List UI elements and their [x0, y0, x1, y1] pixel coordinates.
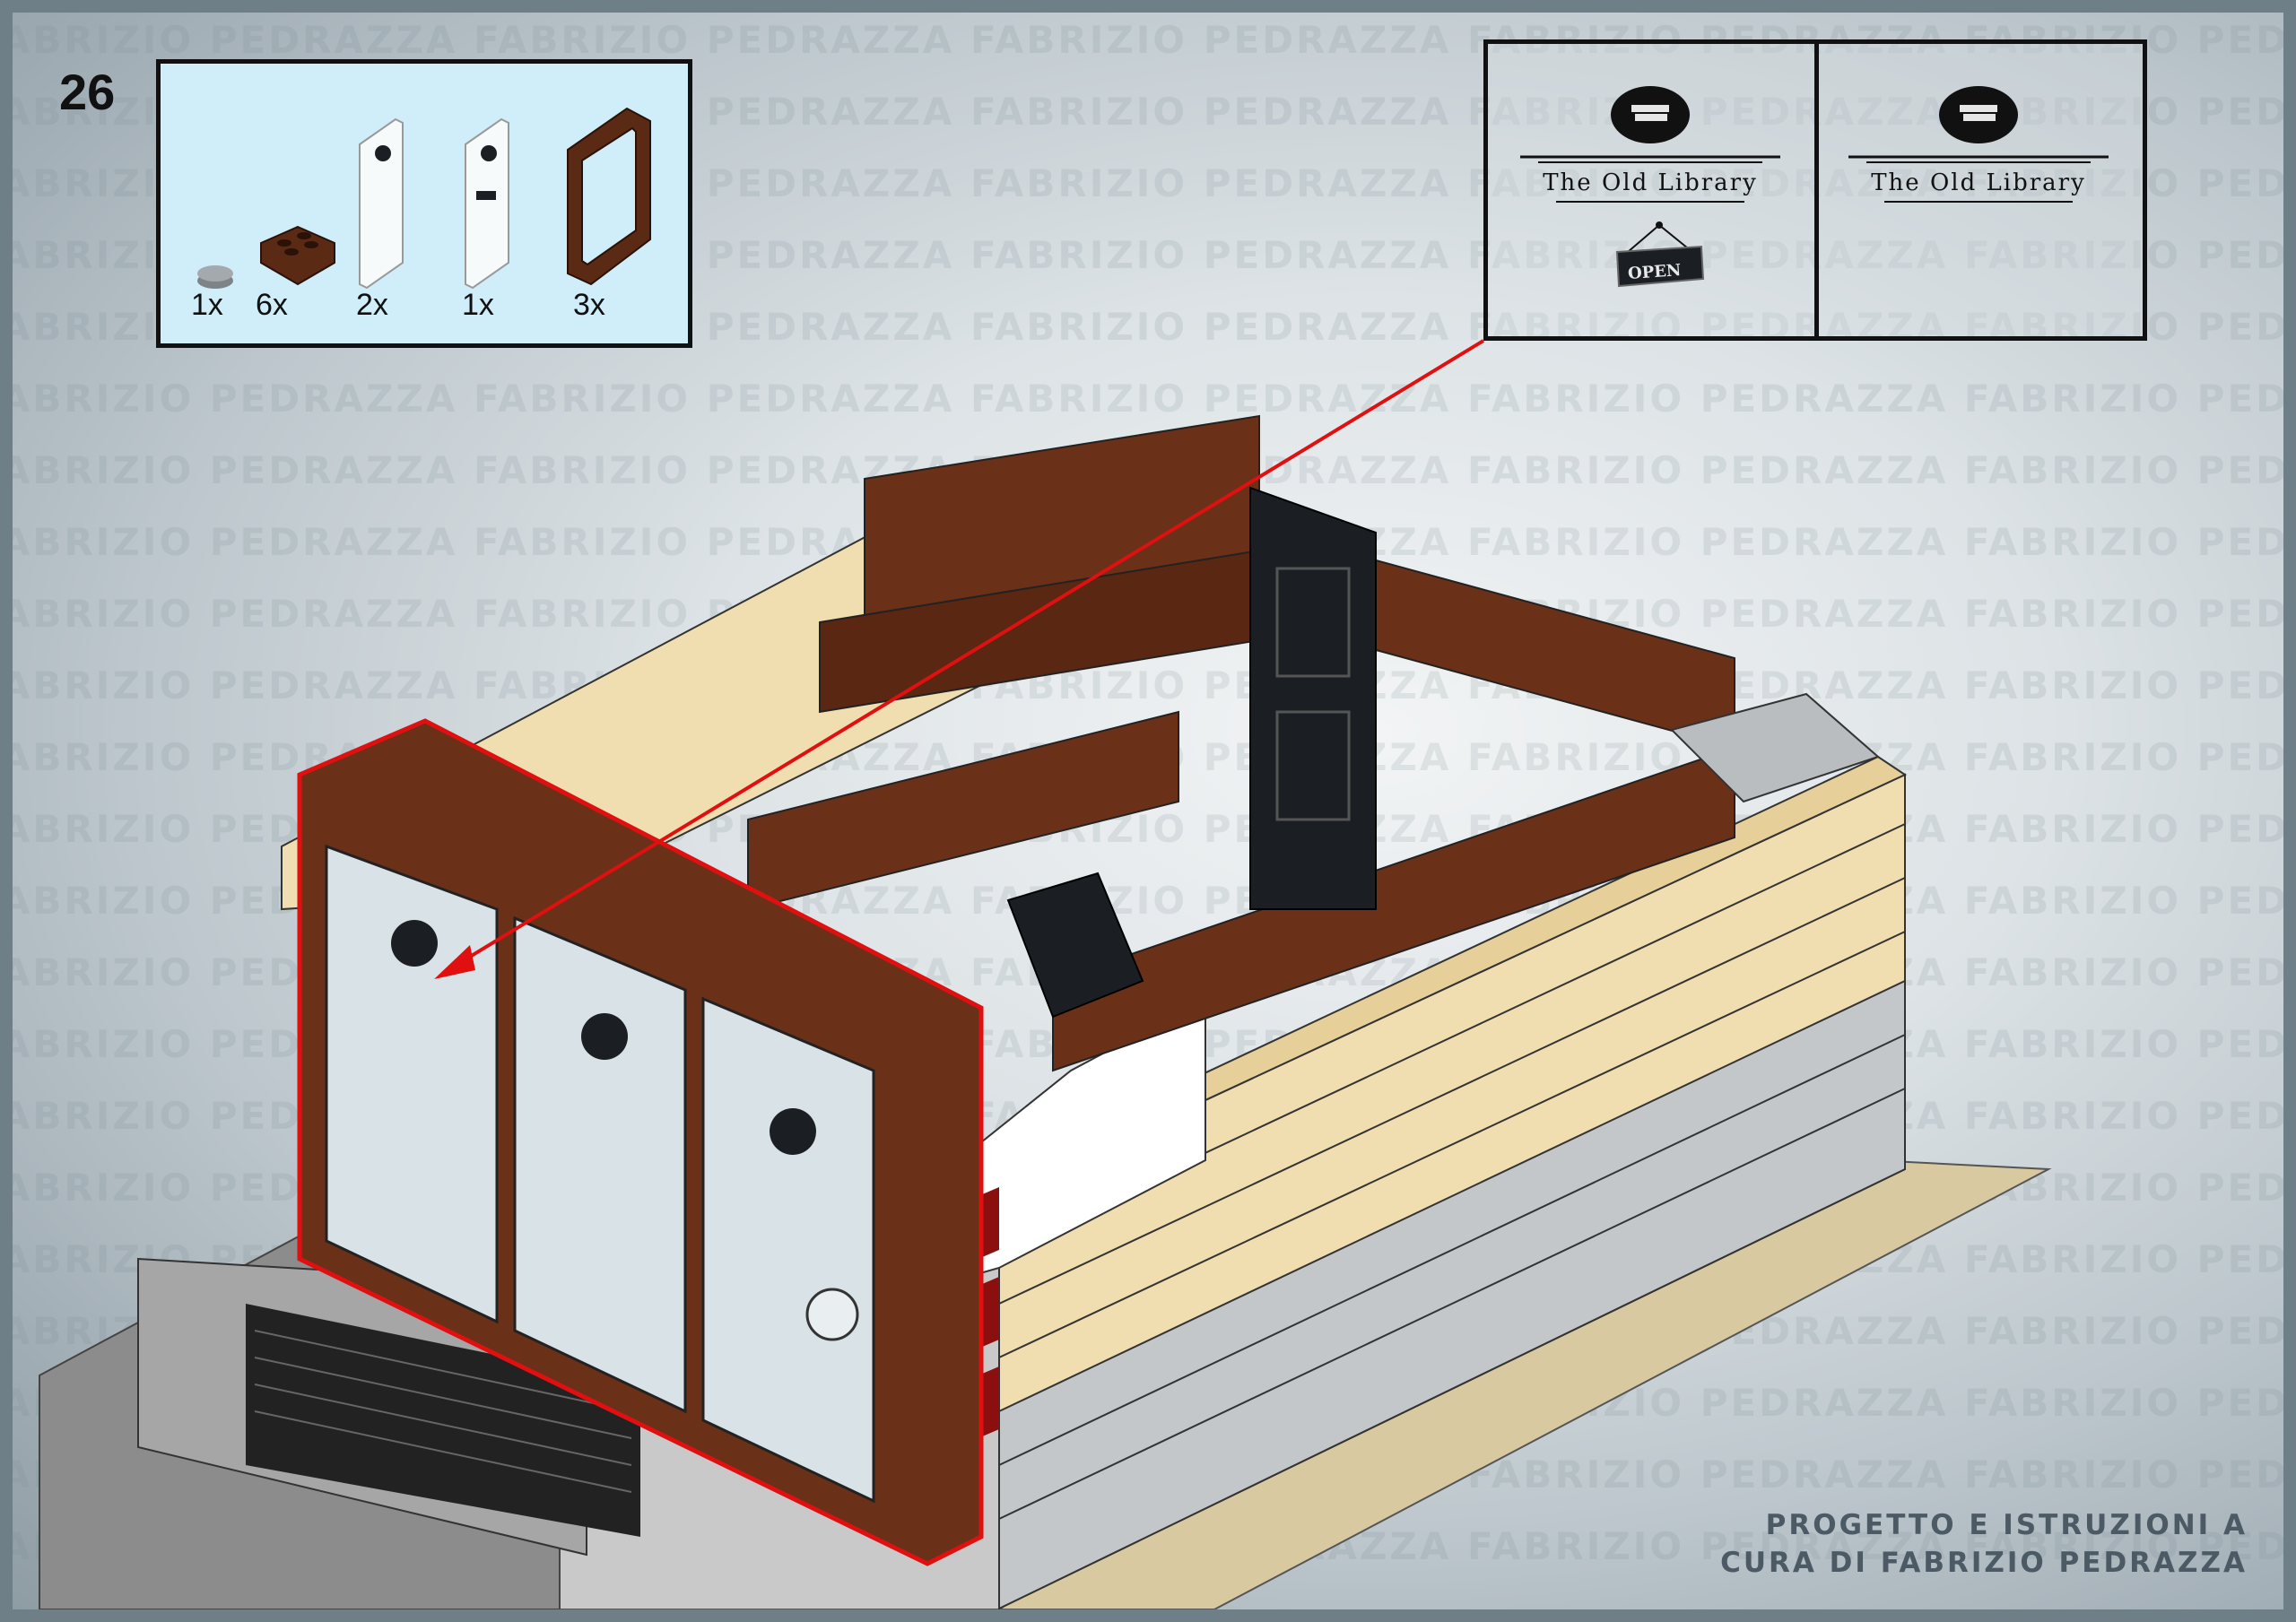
sign-callout: The Old Library OPEN The Old Library: [1483, 39, 2147, 341]
sign-text-left: The Old Library: [1543, 169, 1758, 196]
sign-panel-right: The Old Library: [1831, 62, 2126, 331]
slope-brick-icon: [260, 225, 335, 286]
sign-rule-icon: [1520, 155, 1780, 203]
part-qty-1: 1x: [191, 288, 223, 322]
open-sign-text: OPEN: [1627, 260, 1683, 284]
part-qty-4: 1x: [462, 288, 494, 322]
credits-line-1: PROGETTO E ISTRUZIONI A: [1765, 1509, 2248, 1541]
open-sign-icon: [1615, 221, 1705, 288]
library-logo-icon: [1611, 86, 1690, 143]
parts-list: 1x 6x 2x 1x 3x: [156, 59, 692, 348]
glass-pane-icon: [359, 117, 404, 290]
part-qty-5: 3x: [573, 288, 605, 322]
part-qty-3: 2x: [356, 288, 388, 322]
sign-rule-icon: [1848, 155, 2109, 203]
callout-divider: [1814, 44, 1819, 336]
part-qty-2: 6x: [256, 288, 288, 322]
round-tile-icon: [197, 265, 233, 289]
library-logo-icon: [1939, 86, 2018, 143]
instruction-page: FABRIZIO PEDRAZZA FABRIZIO PEDRAZZA FABR…: [13, 13, 2283, 1609]
sign-panel-left: The Old Library OPEN: [1502, 62, 1798, 331]
build-illustration: [39, 339, 2052, 1609]
glass-pane-decorated-icon: [465, 117, 509, 290]
window-frame-icon: [567, 107, 651, 286]
credits: PROGETTO E ISTRUZIONI A CURA DI FABRIZIO…: [1720, 1506, 2248, 1582]
sign-text-right: The Old Library: [1871, 169, 2086, 196]
credits-line-2: CURA DI FABRIZIO PEDRAZZA: [1720, 1547, 2248, 1579]
step-number: 26: [59, 64, 116, 120]
